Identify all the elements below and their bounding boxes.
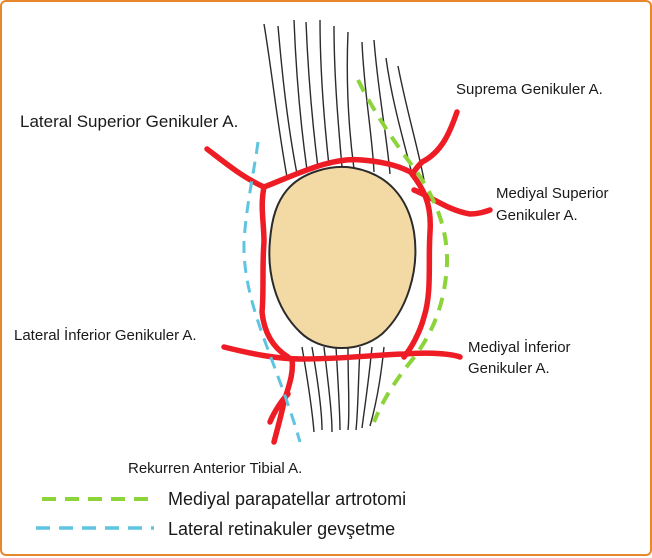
label-mediyal-superior-line2: Genikuler A.: [496, 207, 578, 224]
quadriceps-fiber: [264, 24, 287, 177]
quadriceps-fiber: [334, 26, 342, 167]
patellar-fiber: [362, 347, 372, 428]
label-lateral-inferior-genikuler: Lateral İnferior Genikuler A.: [14, 326, 197, 344]
label-suprema-genikuler: Suprema Genikuler A.: [456, 81, 603, 98]
legend-lateral-label: Lateral retinakuler gevşetme: [168, 519, 395, 539]
legend-medial-label: Mediyal parapatellar artrotomi: [168, 489, 406, 509]
quadriceps-fiber: [386, 58, 412, 174]
label-mediyal-inferior-line2: Genikuler A.: [468, 360, 550, 377]
quadriceps-fiber: [278, 26, 297, 174]
legend: Mediyal parapatellar artrotomi Lateral r…: [36, 489, 406, 539]
suprema-genicular-artery: [412, 112, 457, 174]
quadriceps-fiber: [294, 20, 307, 170]
label-mediyal-inferior-line1: Mediyal İnferior: [468, 338, 571, 356]
label-rekurren-anterior-tibial: Rekurren Anterior Tibial A.: [128, 460, 302, 477]
label-mediyal-superior-line1: Mediyal Superior: [496, 185, 609, 202]
quadriceps-fiber: [320, 20, 329, 166]
quadriceps-fiber: [347, 32, 354, 169]
label-lateral-superior-genikuler: Lateral Superior Genikuler A.: [20, 112, 238, 131]
quadriceps-fiber: [374, 40, 390, 174]
quadriceps-fiber: [306, 22, 318, 168]
